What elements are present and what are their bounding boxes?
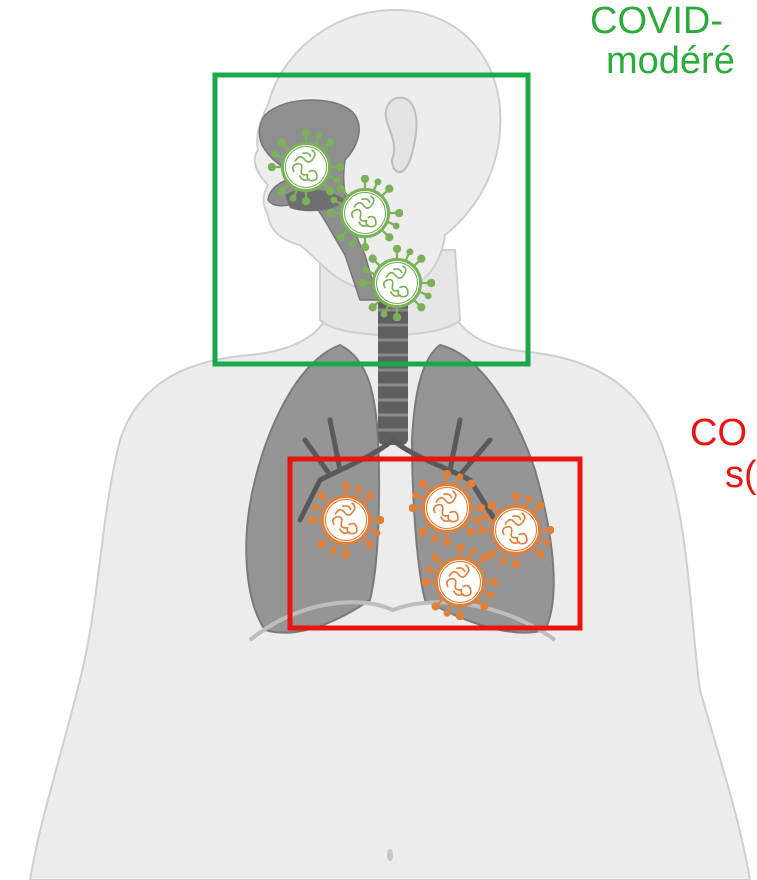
- mild-label-line1: COVID-: [590, 2, 723, 40]
- virus-icon: [479, 493, 553, 567]
- virus-icon: [309, 483, 383, 557]
- severe-label-line1: CO: [690, 414, 747, 452]
- virus-icon: [328, 176, 402, 250]
- severe-label-line2: s(: [725, 456, 757, 494]
- navel: [387, 849, 393, 861]
- virus-icon: [360, 246, 434, 320]
- virus-icon: [423, 545, 497, 619]
- mild-label-line2: modéré: [606, 42, 735, 80]
- virus-icon: [410, 471, 484, 545]
- virus-icon: [269, 130, 343, 204]
